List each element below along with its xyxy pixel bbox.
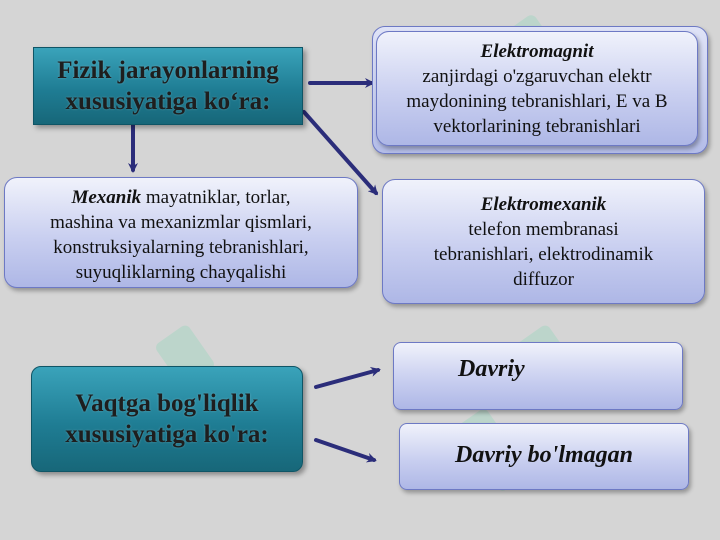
arrow-to-davriy-bolmagan [314,438,377,463]
bottom-root-line-2: xususiyatiga ko'ra: [65,421,269,448]
mexanik-box: Mexanik mayatniklar, torlar, mashina va … [4,177,358,288]
fizik-jarayonlar-root-box: Fizik jarayonlarning xususiyatiga ko‘ra: [33,47,303,125]
davriy-box: Davriy [393,342,683,410]
elektromexanik-title: Elektromexanik [480,194,607,215]
mexanik-line-2: mashina va mexanizmlar qismlari, [50,212,312,233]
elektromagnit-line-2: maydonining tebranishlari, E va B [406,91,668,112]
root-line-2: xususiyatiga ko‘ra: [65,88,271,115]
mexanik-line-1: Mexanik mayatniklar, torlar, [5,185,357,210]
elektromagnit-line-1: zanjirdagi o'zgaruvchan elektr [422,66,652,87]
vaqtga-boglik-root-box: Vaqtga bog'liqlik xususiyatiga ko'ra: [31,366,303,472]
elektromagnit-box: Elektromagnit zanjirdagi o'zgaruvchan el… [376,31,698,146]
arrow-to-davriy [314,367,381,389]
elektromexanik-line-1: telefon membranasi [468,219,619,240]
bottom-root-line-1: Vaqtga bog'liqlik [75,390,259,417]
elektromagnit-title: Elektromagnit [480,41,594,62]
mexanik-line-3: konstruksiyalarning tebranishlari, [53,237,309,258]
mexanik-line-1-rest: mayatniklar, torlar, [141,187,291,208]
elektromexanik-line-3: diffuzor [513,269,574,290]
davriy-bolmagan-label: Davriy bo'lmagan [455,442,633,468]
davriy-label: Davriy [458,356,525,382]
arrow-to-elektromexanik [302,110,378,196]
mexanik-title: Mexanik [71,187,142,208]
mexanik-line-4: suyuqliklarning chayqalishi [75,262,287,283]
root-line-1: Fizik jarayonlarning [57,57,279,84]
elektromexanik-line-2: tebranishlari, elektrodinamik [433,244,654,265]
elektromagnit-line-3: vektorlarining tebranishlari [433,116,641,137]
davriy-bolmagan-box: Davriy bo'lmagan [399,423,689,490]
elektromexanik-box: Elektromexanik telefon membranasi tebran… [382,179,705,304]
